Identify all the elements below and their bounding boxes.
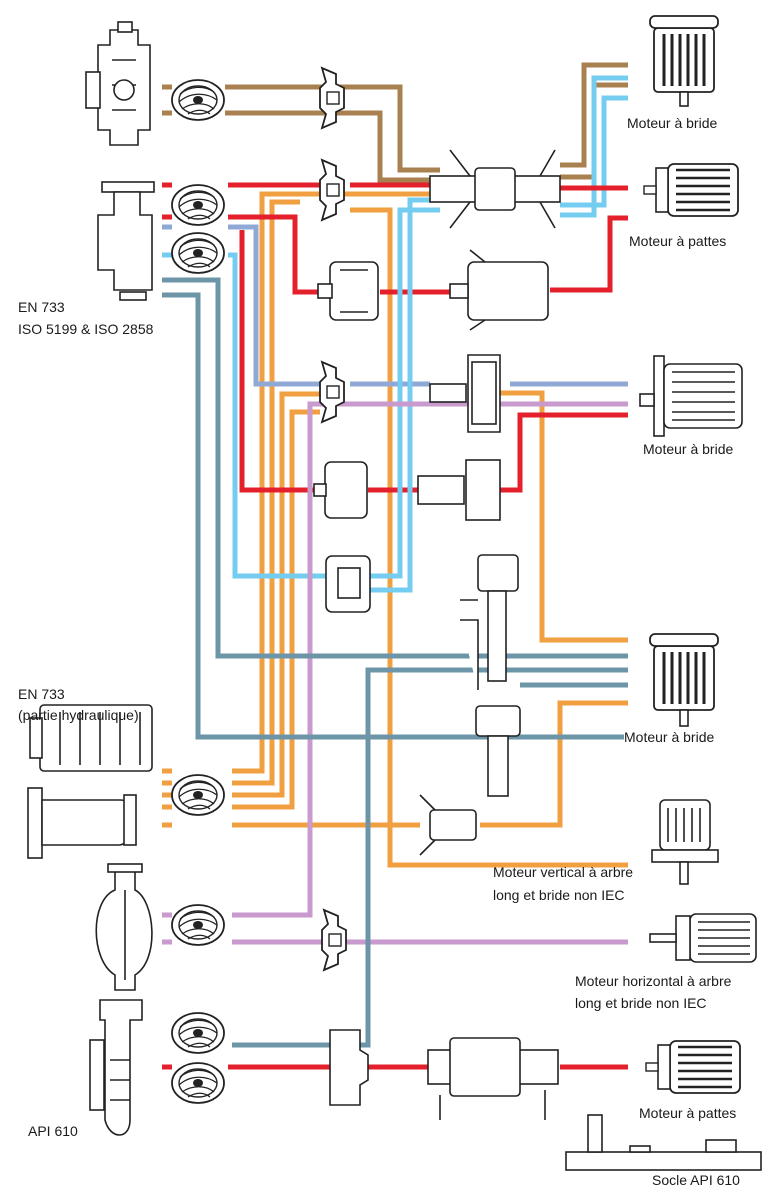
motor-vertical	[651, 799, 719, 885]
pump-hydraulic-en733	[27, 704, 153, 859]
pipe-orange-7	[350, 207, 628, 868]
vertical-pump-2	[475, 705, 521, 797]
pipe-red-4	[228, 214, 330, 295]
standard-label-en733: EN 733	[18, 299, 65, 315]
standard-label-api610: API 610	[28, 1123, 78, 1139]
bearing-bracket-1	[317, 261, 379, 321]
label-motor-vertical-1: Moteur vertical à arbre	[493, 864, 634, 880]
pipe-orange-4	[232, 409, 320, 810]
shaft-adapter-1	[429, 149, 561, 229]
impeller-2	[171, 232, 225, 274]
cover-1	[319, 67, 345, 129]
pipe-brown-2	[225, 110, 440, 183]
pipe-slate-1	[162, 277, 628, 659]
cover-4	[321, 909, 347, 971]
pipe-brown-3	[560, 62, 628, 168]
standard-label-en733-hydraulic-2: (partie hydraulique)	[18, 707, 139, 723]
standard-label-en733-hydraulic-1: EN 733	[18, 686, 65, 702]
pipe-brown-1	[225, 84, 440, 173]
pipelines	[162, 62, 628, 1070]
pipe-orange-1	[232, 191, 440, 774]
label-motor-flange-1: Moteur à bride	[627, 115, 718, 132]
label-motor-vertical-2: long et bride non IEC	[493, 887, 625, 903]
label-motor-flange-3: Moteur à bride	[624, 729, 715, 746]
pipe-lightblue-4	[370, 207, 440, 579]
motor-flange-1-shaft	[679, 91, 689, 107]
pipe-red-9	[500, 412, 628, 493]
pipe-orange-6	[480, 700, 628, 828]
pipe-lightblue-2	[560, 95, 628, 208]
pipe-lightblue-5	[370, 197, 430, 593]
motor-flange-1	[648, 14, 720, 94]
pipe-orange-3	[232, 391, 320, 798]
cover-api	[329, 1029, 369, 1106]
motor-horizontal	[649, 913, 757, 963]
pump-casing-top	[85, 21, 151, 146]
bearing-bracket-2	[313, 461, 368, 519]
motor-feet-1	[642, 162, 740, 218]
impeller-6	[171, 1062, 225, 1104]
pump-api610	[89, 999, 143, 1136]
label-motor-horizontal-2: long et bride non IEC	[575, 995, 707, 1011]
pipe-lightblue-3	[228, 252, 328, 579]
pipe-blue-1	[228, 224, 320, 387]
impeller-3	[171, 774, 225, 816]
pipe-slate-2	[162, 292, 628, 740]
motor-feet-2	[644, 1039, 742, 1095]
impeller-top	[171, 79, 225, 121]
pipe-red-7	[239, 230, 320, 493]
motor-flange-3	[648, 632, 720, 712]
motor-flange-3-shaft	[679, 709, 689, 727]
pipe-orange-8	[500, 390, 628, 643]
cover-2	[319, 159, 345, 221]
impeller-1	[171, 184, 225, 226]
label-motor-feet-1: Moteur à pattes	[629, 233, 727, 250]
pipe-lightblue-1	[560, 75, 628, 218]
pump-casing-en733-iso	[97, 181, 155, 301]
cover-3	[319, 361, 345, 423]
shaft-adapter-2	[449, 249, 549, 331]
lantern-1	[429, 354, 501, 433]
label-motor-feet-2: Moteur à pattes	[639, 1105, 737, 1122]
pipe-red-6	[550, 215, 628, 293]
label-motor-horizontal-1: Moteur horizontal à arbre	[575, 973, 732, 989]
api610-baseplate	[565, 1114, 762, 1171]
label-motor-flange-2: Moteur à bride	[643, 441, 734, 458]
api-bearing-frame	[427, 1037, 559, 1120]
impeller-5	[171, 1012, 225, 1054]
seal-housing	[325, 555, 371, 613]
motor-flange-2	[639, 355, 743, 437]
vertical-pump-1	[460, 554, 519, 690]
impeller-4	[171, 904, 225, 946]
label-api610-baseplate: Socle API 610	[652, 1172, 740, 1189]
small-pump	[419, 794, 477, 856]
pump-inline	[95, 863, 153, 991]
standard-label-iso: ISO 5199 & ISO 2858	[18, 321, 154, 337]
lantern-2	[417, 459, 501, 521]
